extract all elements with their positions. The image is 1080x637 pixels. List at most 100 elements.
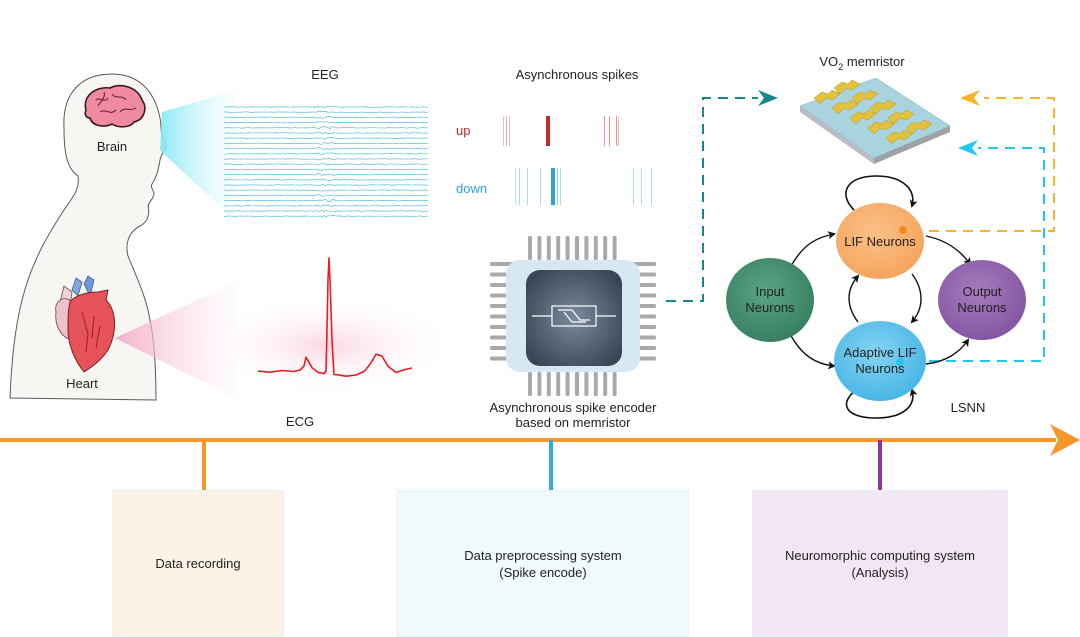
node-adaptive-lif-neurons (834, 321, 926, 401)
chip-pin-top (565, 236, 570, 260)
chip-pin-top (612, 236, 617, 260)
chip-pin-bottom (565, 372, 570, 396)
eeg-trace (223, 131, 429, 135)
memristor-electrode-pad (851, 89, 879, 105)
timeline-arrowhead-icon (1050, 424, 1080, 456)
chip-pin-left (490, 262, 514, 266)
memristor-label: VO2 memristor (819, 54, 905, 72)
node-lif-neurons (836, 203, 924, 279)
encoder-to-memristor-connector (666, 97, 758, 302)
lif-node-label: LIF Neurons (844, 234, 916, 249)
stage-label-line2: (Spike encode) (499, 564, 587, 580)
eeg-trace (223, 173, 429, 177)
spike-down-mark (633, 168, 634, 205)
memristor-encoder-chip (490, 236, 656, 396)
eeg-trace (223, 215, 429, 218)
spike-up-mark (609, 116, 610, 146)
stage-label-line1: Data preprocessing system (464, 547, 622, 563)
edge-input-to-lif (789, 231, 836, 269)
stage-box-computing: Neuromorphic computing system (Analysis) (752, 490, 1008, 637)
adaptive-to-memristor-connector (912, 147, 1045, 362)
spike-up-mark (616, 116, 617, 146)
eeg-trace (223, 183, 429, 187)
self-loop-adaptive (845, 388, 918, 419)
spike-down-mark (515, 168, 516, 205)
spike-up-mark (509, 116, 510, 146)
memristor-electrode-pad (905, 119, 933, 135)
memristor-electrode-pad (887, 109, 915, 125)
chip-pin-bottom (593, 372, 598, 396)
spike-up-mark (546, 116, 550, 146)
spike-down-mark (551, 168, 555, 205)
chip-pin-top (603, 236, 608, 260)
eeg-trace (223, 105, 429, 108)
output-node-label-line2: Neurons (957, 300, 1007, 315)
chip-pin-bottom (603, 372, 608, 396)
chip-die (526, 270, 622, 366)
eeg-trace (223, 168, 429, 171)
spike-up-mark (604, 116, 605, 146)
node-output-neurons (938, 260, 1026, 340)
spike-down-mark (641, 168, 642, 205)
edge-input-to-adaptive (789, 333, 836, 370)
output-node-label-line1: Output (962, 284, 1001, 299)
spike-down-mark (519, 168, 520, 205)
lif-tap-dot (899, 226, 907, 234)
chip-pin-bottom (528, 372, 532, 396)
chip-pin-bottom (575, 372, 579, 396)
edge-lif-to-adaptive (910, 273, 922, 324)
spike-down-mark (540, 168, 541, 205)
heart-icon (55, 275, 115, 373)
eeg-trace (223, 178, 429, 182)
chip-pin-top (556, 236, 561, 260)
eeg-trace (223, 157, 429, 161)
lsnn-label: LSNN (951, 400, 986, 415)
eeg-trace (223, 116, 429, 119)
memristor-electrode-pad (869, 99, 897, 115)
eeg-trace (223, 110, 429, 113)
spike-down-mark (557, 168, 558, 205)
stage-box-data-recording: Data recording (112, 490, 284, 637)
chip-pin-top (575, 236, 579, 260)
chip-pin-top (546, 236, 551, 260)
input-node-label-line2: Neurons (745, 300, 795, 315)
edge-lif-to-output (925, 235, 972, 266)
teal-arrowhead-icon (758, 90, 778, 106)
lif-to-memristor-connector (912, 97, 1055, 232)
chip-pin-bottom (546, 372, 551, 396)
ecg-label: ECG (286, 414, 314, 429)
eeg-traces (223, 105, 429, 218)
adaptive-node-label-line1: Adaptive LIF (844, 345, 917, 360)
chip-pin-bottom (556, 372, 561, 396)
spike-train-down (515, 168, 652, 205)
edge-adaptive-to-output (925, 338, 970, 365)
spike-up-mark (618, 116, 619, 146)
stage-label-line1: Data recording (155, 556, 241, 571)
lsnn-network: Input Neurons LIF Neurons Adaptive LIF N… (726, 175, 1026, 419)
eeg-trace (223, 189, 429, 192)
self-loop-lif (845, 175, 918, 211)
orange-arrowhead-icon (960, 90, 980, 106)
human-body-figure: Brain Heart (9, 73, 167, 401)
eeg-trace (223, 152, 429, 156)
spike-train-up (503, 116, 619, 146)
eeg-trace (223, 209, 429, 213)
spike-up-mark (506, 116, 507, 146)
spike-down-mark (560, 168, 561, 205)
encoder-label-line2: based on memristor (516, 415, 632, 430)
eeg-trace (223, 141, 429, 145)
eeg-trace (223, 162, 429, 166)
cyan-arrowhead-icon (958, 140, 978, 156)
memristor-symbol-icon (532, 305, 616, 327)
chip-pin-top (528, 236, 532, 260)
encoder-label-line1: Asynchronous spike encoder (490, 400, 658, 415)
chip-pin-top (537, 236, 542, 260)
chip-pin-bottom (537, 372, 542, 396)
eeg-trace (223, 137, 429, 140)
chip-pin-top (584, 236, 589, 260)
chip-pin-top (593, 236, 598, 260)
stage-box-preprocessing: Data preprocessing system (Spike encode) (397, 490, 689, 637)
heart-label: Heart (66, 376, 98, 391)
node-input-neurons (726, 258, 814, 342)
eeg-trace (223, 147, 429, 150)
